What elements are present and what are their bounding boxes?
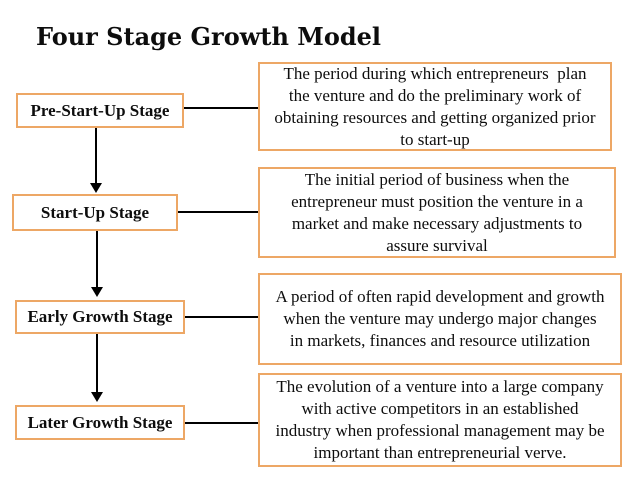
arrow-stage1-stage2-head: [90, 183, 102, 193]
description-line: The evolution of a venture into a large …: [276, 377, 604, 396]
description-line: when the venture may undergo major chang…: [283, 309, 597, 328]
description-box-start-up: The initial period of business when the …: [258, 167, 616, 258]
stage-box-later-growth: Later Growth Stage: [15, 405, 185, 440]
description-box-later-growth: The evolution of a venture into a large …: [258, 373, 622, 467]
stage-label: Early Growth Stage: [27, 307, 173, 326]
description-line: A period of often rapid development and …: [275, 287, 605, 306]
description-line: industry when professional management ma…: [275, 421, 605, 440]
description-box-early-growth: A period of often rapid development and …: [258, 273, 622, 365]
stage-box-start-up: Start-Up Stage: [12, 194, 178, 231]
description-box-pre-start-up: The period during which entrepreneurs pl…: [258, 62, 612, 151]
stage-box-early-growth: Early Growth Stage: [15, 300, 185, 334]
description-line: the venture and do the preliminary work …: [288, 85, 582, 105]
arrow-stage2-stage3-head: [91, 287, 103, 297]
stage-label: Later Growth Stage: [27, 412, 173, 432]
description-line: in markets, finances and resource utiliz…: [289, 331, 591, 350]
stage-label: Pre-Start-Up Stage: [30, 100, 170, 120]
arrow-stage3-stage4-head: [91, 392, 103, 402]
description-line: obtaining resources and getting organize…: [274, 107, 596, 127]
description-line: The period during which entrepreneurs pl…: [283, 63, 587, 83]
stage-box-pre-start-up: Pre-Start-Up Stage: [16, 93, 184, 128]
description-line: important than entrepreneurial verve.: [313, 443, 567, 462]
description-line: entrepreneur must position the venture i…: [291, 191, 583, 211]
description-line: to start-up: [400, 129, 470, 149]
stage-label: Start-Up Stage: [40, 202, 150, 222]
description-line: assure survival: [386, 235, 488, 255]
description-line: with active competitors in an establishe…: [301, 399, 579, 418]
description-line: The initial period of business when the: [304, 169, 570, 189]
description-line: market and make necessary adjustments to: [291, 213, 583, 233]
slide-title: Four Stage Growth Model: [36, 22, 381, 51]
